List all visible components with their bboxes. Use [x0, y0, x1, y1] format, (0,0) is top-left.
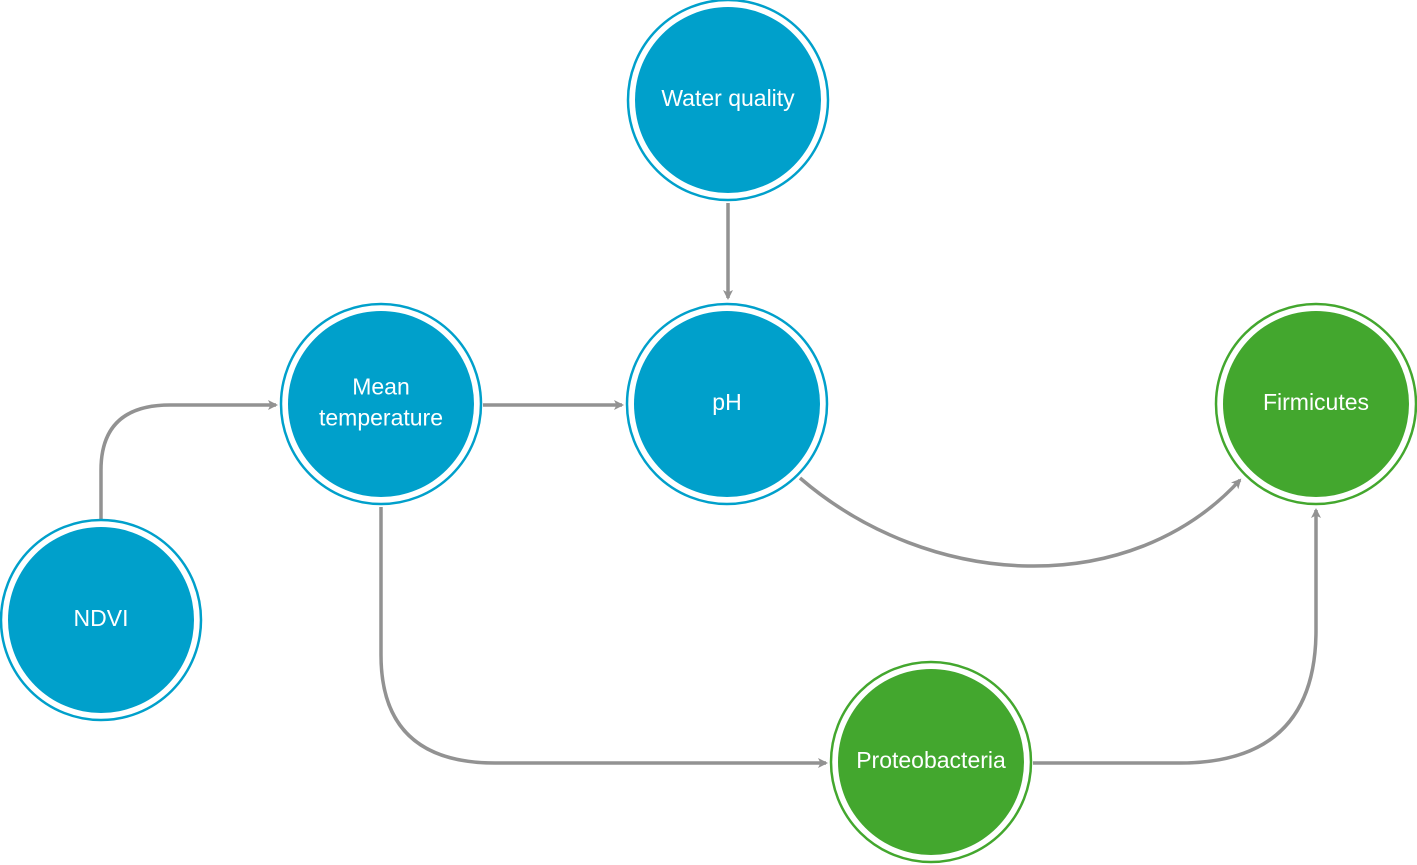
node-mean-temperature: Mean temperature — [279, 302, 483, 506]
node-label-line: Proteobacteria — [856, 747, 1006, 773]
node-label-ndvi: NDVI — [74, 605, 129, 631]
node-label-line: NDVI — [74, 605, 129, 631]
node-fill — [634, 311, 820, 497]
node-ndvi: NDVI — [0, 518, 203, 722]
edge-ndvi-to-mean-temperature — [99, 400, 278, 520]
node-water-quality: Water quality — [626, 0, 830, 202]
node-proteobacteria: Proteobacteria — [829, 660, 1033, 864]
node-label-line: Firmicutes — [1263, 389, 1369, 415]
edges-layer — [99, 203, 1321, 768]
node-label-line: Mean — [352, 374, 410, 400]
node-fill — [1223, 311, 1409, 497]
node-fill — [838, 669, 1024, 855]
node-label-water-quality: Water quality — [661, 85, 795, 111]
node-fill — [288, 311, 474, 497]
edge-proteobacteria-to-firmicutes — [1033, 508, 1321, 765]
node-label-line: Water quality — [661, 85, 795, 111]
edge-ph-to-firmicutes — [798, 476, 1242, 568]
node-ph: pH — [625, 302, 829, 506]
node-label-mean-temperature: Mean temperature — [319, 374, 443, 431]
node-label-proteobacteria: Proteobacteria — [856, 747, 1006, 773]
node-label-line: pH — [712, 389, 741, 415]
edge-mean-temperature-to-proteobacteria — [379, 507, 828, 768]
node-label-line: temperature — [319, 405, 443, 431]
node-fill — [635, 7, 821, 193]
node-label-firmicutes: Firmicutes — [1263, 389, 1369, 415]
node-label-ph: pH — [712, 389, 741, 415]
node-fill — [8, 527, 194, 713]
node-firmicutes: Firmicutes — [1214, 302, 1417, 506]
